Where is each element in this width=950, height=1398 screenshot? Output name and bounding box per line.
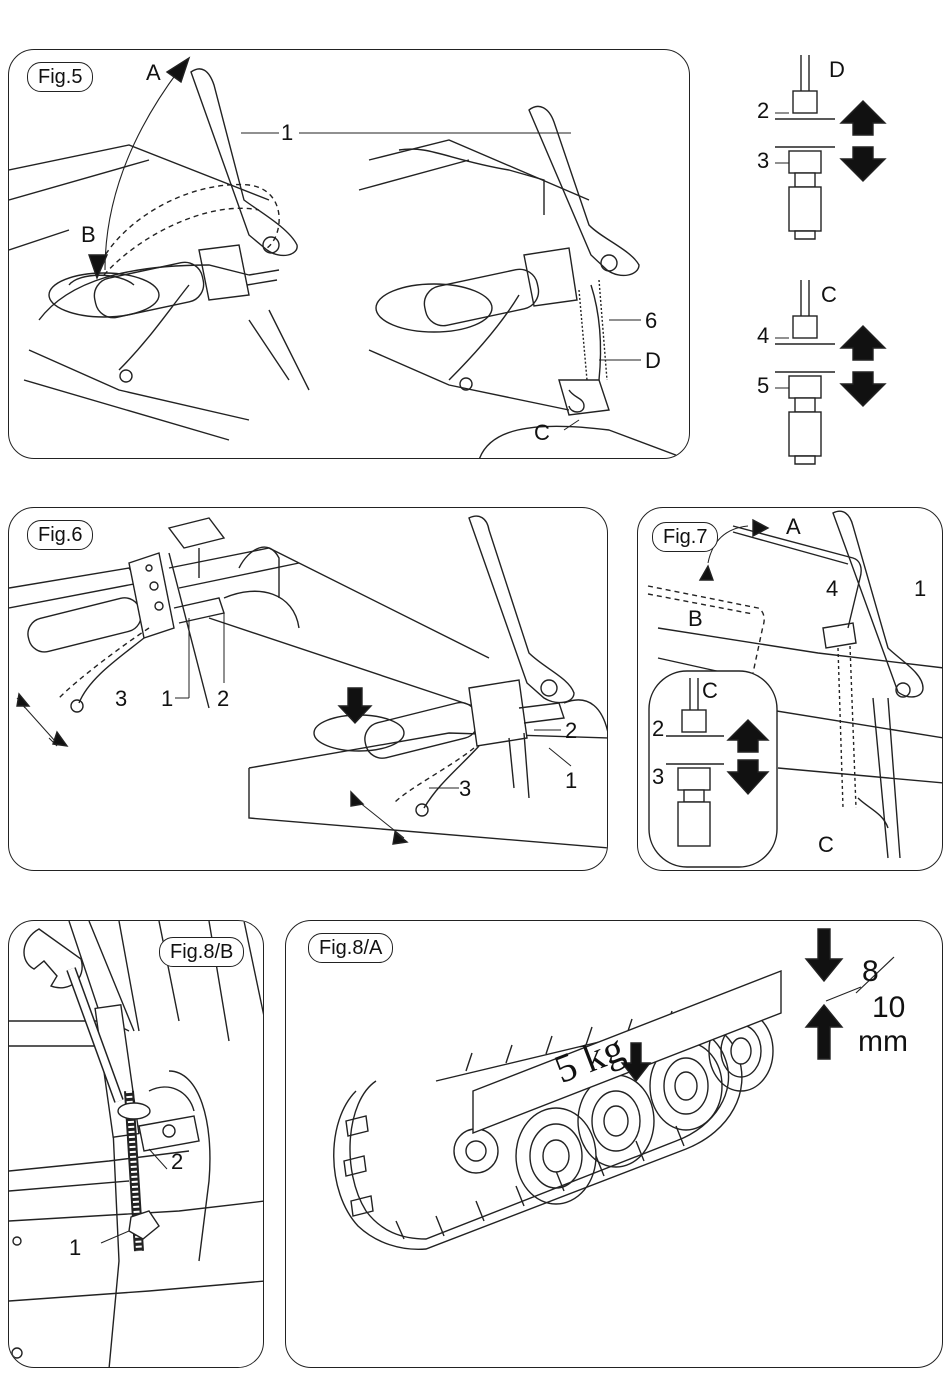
fig6-callout-2a: 2 [217, 688, 229, 710]
fig6-callout-3b: 3 [459, 778, 471, 800]
fig8a-drawing [286, 921, 943, 1368]
fig7-callout-3: 3 [652, 766, 664, 788]
fig7-callout-4: 4 [826, 578, 838, 600]
fig5-drawing [9, 50, 690, 459]
gap-top: 8 [862, 955, 879, 989]
fig6-callout-3a: 3 [115, 688, 127, 710]
left-machine-body [9, 69, 309, 440]
arrow-down-icon [841, 147, 885, 181]
fig6-panel: Fig.6 3 1 2 2 1 3 [8, 507, 608, 871]
fig8b-panel: Fig.8/B 2 1 [8, 920, 264, 1368]
fig6-callout-2b: 2 [565, 720, 577, 742]
fig7-callout-c-inset: C [702, 680, 718, 702]
arrow-up-icon [841, 101, 885, 135]
right-machine-body [359, 106, 689, 459]
gap-arrow-up-icon [806, 1005, 842, 1059]
fig8b-label: Fig.8/B [159, 937, 244, 967]
fig8b-callout-2: 2 [171, 1151, 183, 1173]
fig8a-panel: Fig.8/A 5 kg 8 10 mm [285, 920, 943, 1368]
fig7-callout-c: C [818, 834, 834, 856]
fig6-label: Fig.6 [27, 520, 93, 550]
callout-c: C [534, 422, 550, 444]
fig5-label: Fig.5 [27, 62, 93, 92]
gap-unit: mm [858, 1025, 908, 1059]
adjuster-c-drawing [745, 280, 945, 470]
fig7-callout-a: A [786, 516, 801, 538]
callout-6: 6 [645, 310, 657, 332]
adjuster-c-label: C [821, 284, 837, 306]
fig7-callout-2: 2 [652, 718, 664, 740]
adjuster-d-label: D [829, 59, 845, 81]
fig6-drawing [9, 508, 608, 871]
fig7-label: Fig.7 [652, 522, 718, 552]
gap-bottom: 10 [872, 991, 905, 1025]
callout-d: D [645, 350, 661, 372]
fig7-callout-b: B [688, 608, 703, 630]
adjuster-d-drawing [745, 55, 945, 245]
arrow-down-icon [841, 372, 885, 406]
adjuster-d: D 2 3 [745, 55, 945, 245]
fig8a-label: Fig.8/A [308, 933, 393, 963]
callout-b: B [81, 224, 96, 246]
adjuster-d-2: 2 [757, 100, 769, 122]
adjuster-c-5: 5 [757, 375, 769, 397]
fig7-panel: Fig.7 A 4 1 B C 2 3 C [637, 507, 943, 871]
callout-1: 1 [281, 122, 293, 144]
fig5-panel: Fig.5 A B 1 6 D C [8, 49, 690, 459]
fig8b-callout-1: 1 [69, 1237, 81, 1259]
fig6-callout-1a: 1 [161, 688, 173, 710]
arrow-a-icon [167, 58, 189, 82]
fig8b-drawing [9, 921, 264, 1368]
adjuster-c: C 4 5 [745, 280, 945, 470]
adjuster-c-4: 4 [757, 325, 769, 347]
fig6-callout-1b: 1 [565, 770, 577, 792]
gap-arrow-down-icon [806, 929, 842, 981]
press-arrow-icon [339, 688, 371, 723]
arrow-up-icon [841, 326, 885, 360]
fig7-callout-1: 1 [914, 578, 926, 600]
callout-a: A [146, 62, 161, 84]
adjuster-d-3: 3 [757, 150, 769, 172]
